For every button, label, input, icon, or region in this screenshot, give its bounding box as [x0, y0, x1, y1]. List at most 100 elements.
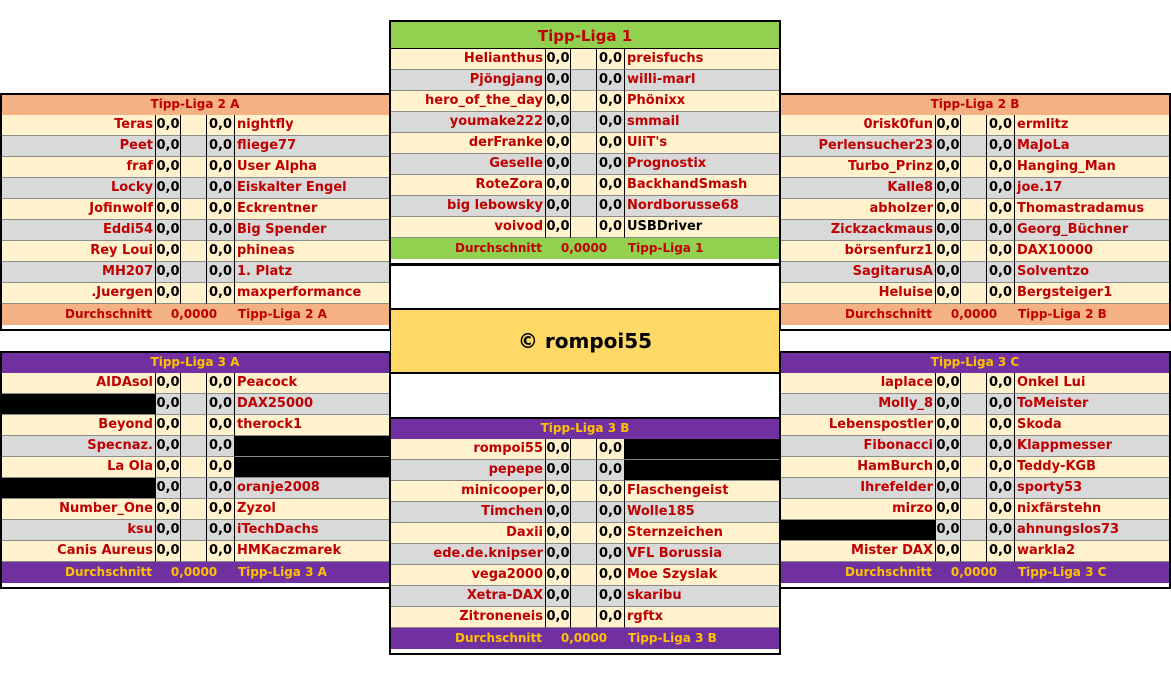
away-player-name: MaJoLa: [1015, 136, 1170, 157]
home-player-name: Kalle8: [780, 178, 936, 199]
league-title: Tipp-Liga 3 C: [930, 355, 1020, 369]
home-player-name: Specnaz.: [0, 436, 156, 457]
away-player-name: ahnungslos73: [1015, 520, 1170, 541]
away-score: 0,0: [597, 565, 625, 586]
away-player-name: Nordborusse68: [625, 196, 780, 217]
home-player-name: Rey Loui: [0, 241, 156, 262]
score-separator: [571, 196, 597, 217]
home-score: 0,0: [546, 133, 571, 154]
average-league-name: Tipp-Liga 2 B: [1018, 307, 1107, 321]
away-score: 0,0: [987, 394, 1015, 415]
home-score: 0,0: [546, 217, 571, 238]
away-score: 0,0: [597, 607, 625, 628]
away-score: 0,0: [987, 157, 1015, 178]
away-player-name: Georg_Büchner: [1015, 220, 1170, 241]
average-value: 0,0000: [170, 307, 218, 321]
away-player-name: ToMeister: [1015, 394, 1170, 415]
home-score: 0,0: [156, 436, 181, 457]
league-header-liga-3b: Tipp-Liga 3 B: [390, 418, 780, 439]
away-score: 0,0: [207, 136, 235, 157]
away-player-name: [235, 436, 390, 457]
score-separator: [181, 457, 207, 478]
home-score: 0,0: [936, 499, 961, 520]
score-separator: [961, 457, 987, 478]
away-player-name: oranje2008: [235, 478, 390, 499]
copyright-text: © rompoi55: [517, 329, 653, 353]
away-player-name: UliT's: [625, 133, 780, 154]
home-score: 0,0: [156, 457, 181, 478]
away-score: 0,0: [207, 199, 235, 220]
home-player-name: ksu: [0, 520, 156, 541]
score-separator: [571, 49, 597, 70]
score-separator: [181, 520, 207, 541]
home-score: 0,0: [936, 157, 961, 178]
away-score: 0,0: [987, 499, 1015, 520]
away-score: 0,0: [207, 262, 235, 283]
away-player-name: Onkel Lui: [1015, 373, 1170, 394]
score-separator: [571, 70, 597, 91]
away-score: 0,0: [207, 415, 235, 436]
home-score: 0,0: [546, 607, 571, 628]
away-score: 0,0: [207, 157, 235, 178]
away-player-name: [235, 457, 390, 478]
average-label: Durchschnitt: [64, 307, 152, 321]
average-value: 0,0000: [950, 565, 998, 579]
away-score: 0,0: [987, 478, 1015, 499]
away-player-name: skaribu: [625, 586, 780, 607]
league-header-liga-2b: Tipp-Liga 2 B: [780, 94, 1170, 115]
away-score: 0,0: [987, 262, 1015, 283]
home-score: 0,0: [936, 199, 961, 220]
home-score: 0,0: [156, 283, 181, 304]
home-score: 0,0: [156, 415, 181, 436]
away-player-name: DAX10000: [1015, 241, 1170, 262]
average-value: 0,0000: [560, 241, 608, 255]
home-player-name: fraf: [0, 157, 156, 178]
away-score: 0,0: [207, 115, 235, 136]
score-separator: [181, 499, 207, 520]
score-separator: [571, 502, 597, 523]
league-header-liga-3a: Tipp-Liga 3 A: [0, 352, 390, 373]
home-player-name: Ihrefelder: [780, 478, 936, 499]
away-player-name: USBDriver: [625, 217, 780, 238]
home-score: 0,0: [936, 220, 961, 241]
home-player-name: laplace: [780, 373, 936, 394]
score-separator: [181, 199, 207, 220]
home-score: 0,0: [546, 196, 571, 217]
away-player-name: VFL Borussia: [625, 544, 780, 565]
home-player-name: big lebowsky: [390, 196, 546, 217]
score-separator: [961, 394, 987, 415]
home-player-name: derFranke: [390, 133, 546, 154]
home-player-name: Helianthus: [390, 49, 546, 70]
away-player-name: joe.17: [1015, 178, 1170, 199]
away-score: 0,0: [597, 481, 625, 502]
score-separator: [961, 373, 987, 394]
home-player-name: youmake222: [390, 112, 546, 133]
score-separator: [961, 520, 987, 541]
away-score: 0,0: [597, 523, 625, 544]
away-player-name: HMKaczmarek: [235, 541, 390, 562]
away-score: 0,0: [987, 541, 1015, 562]
average-value: 0,0000: [170, 565, 218, 579]
away-score: 0,0: [597, 439, 625, 460]
home-score: 0,0: [546, 49, 571, 70]
